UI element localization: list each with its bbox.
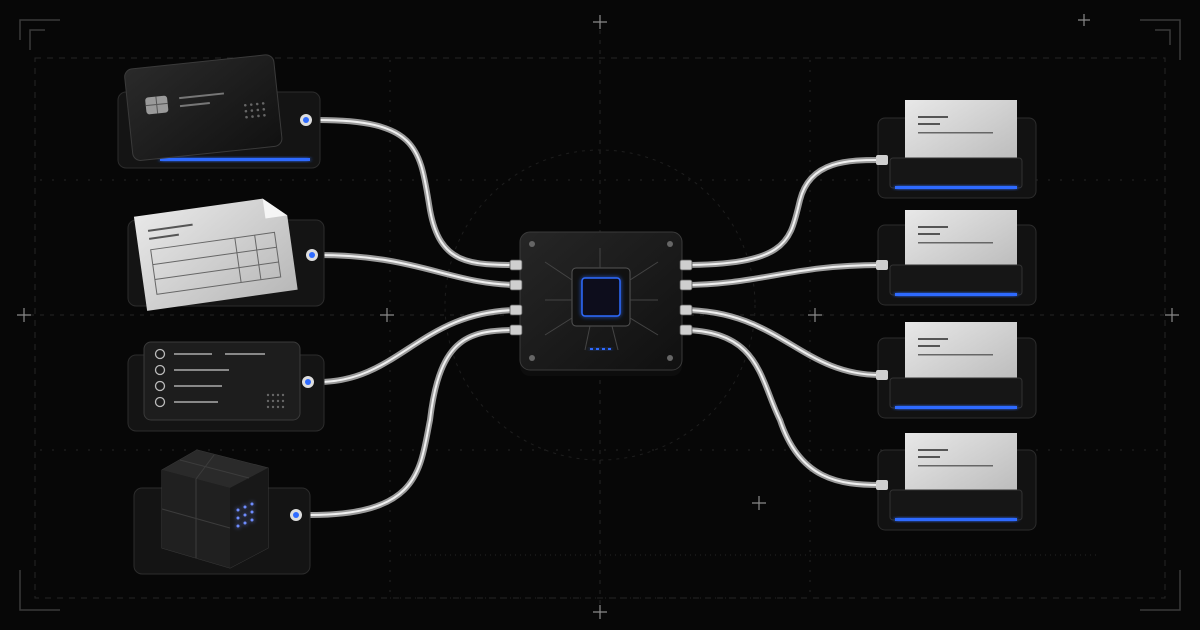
output-document-icon (905, 100, 1017, 172)
output-tray-2 (876, 210, 1037, 306)
checklist-icon (143, 341, 301, 421)
input-card-checklist (127, 341, 325, 432)
cables (307, 117, 883, 518)
cable-input-4 (307, 327, 523, 518)
cable-input-1 (315, 117, 523, 268)
output-document-icon (905, 210, 1017, 279)
output-tray-3 (876, 322, 1037, 419)
cable-input-3 (315, 307, 523, 385)
output-tray-1 (876, 100, 1037, 199)
credit-card-icon (124, 54, 283, 161)
crosshair-marks (17, 14, 1179, 619)
input-card-payment (117, 54, 321, 169)
output-tray-4 (876, 433, 1037, 531)
invoice-document-icon (133, 198, 298, 311)
cable-output-3 (679, 307, 883, 378)
corner-brackets (19, 19, 1181, 611)
cpu-chip-icon (544, 248, 659, 351)
processor-unit (509, 231, 693, 376)
input-card-invoice (127, 198, 325, 311)
cable-output-4 (679, 327, 883, 488)
cable-input-2 (315, 252, 523, 288)
cube-icon (161, 449, 269, 569)
output-document-icon (905, 433, 1017, 504)
input-card-cube (133, 449, 311, 575)
output-document-icon (905, 322, 1017, 392)
cable-output-1 (679, 157, 883, 268)
